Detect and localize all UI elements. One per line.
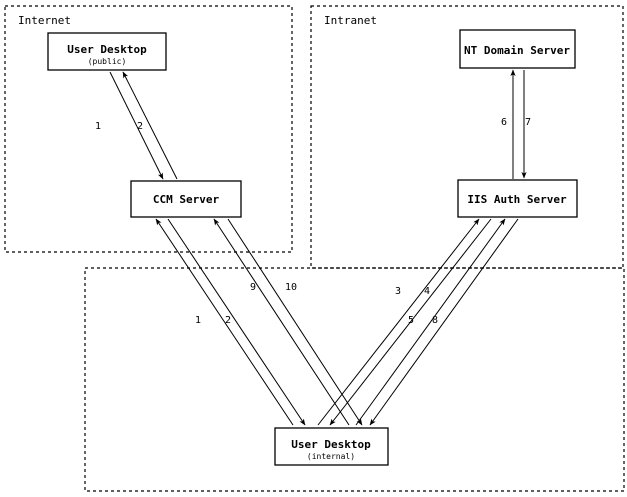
flow-group-public-ccm <box>109 71 178 180</box>
flow-line-1-internal-to-ccm <box>155 218 294 426</box>
flow-label-3: 3 <box>395 286 401 297</box>
flow-label-10: 10 <box>285 282 297 293</box>
flow-label-6: 6 <box>501 117 507 128</box>
flow-label-9: 9 <box>250 282 256 293</box>
node-title-nt-domain-server: NT Domain Server <box>464 44 570 57</box>
node-nt-domain-server[interactable]: NT Domain Server <box>459 29 576 69</box>
node-title-ccm-server: CCM Server <box>153 193 220 206</box>
node-box-iis-auth-server[interactable] <box>457 179 578 218</box>
zone-label-internet: Internet <box>18 14 71 27</box>
flow-label-4: 4 <box>424 286 430 297</box>
flow-line-5-internal-to-iis <box>355 218 506 426</box>
node-box-ccm-server[interactable] <box>130 180 242 218</box>
flow-line-1-public-to-ccm <box>109 71 164 180</box>
flow-line-2-ccm-to-internal <box>167 218 306 426</box>
flow-label-8: 8 <box>432 315 438 326</box>
flow-line-4-iis-to-internal <box>329 218 492 426</box>
flow-group-internal-iis-58 <box>355 218 519 426</box>
node-box-user-desktop-internal[interactable] <box>274 427 389 466</box>
flow-line-8-iis-to-internal <box>369 218 519 426</box>
flow-label-2-internal: 2 <box>225 315 231 326</box>
zone-lower-box <box>84 267 625 492</box>
flow-line-2-ccm-to-public <box>122 71 178 180</box>
node-box-nt-domain-server[interactable] <box>459 29 576 69</box>
node-subtitle-user-desktop-internal: (internal) <box>307 452 355 461</box>
flow-step-labels: 1 2 1 2 3 4 5 6 7 8 9 10 <box>95 117 531 326</box>
node-box-user-desktop-public[interactable] <box>47 32 167 71</box>
zone-label-intranet: Intranet <box>324 14 377 27</box>
zone-internet-box <box>4 5 293 253</box>
flow-group-internal-ccm-910 <box>213 218 363 426</box>
flow-group-internal-ccm-12 <box>155 218 306 426</box>
flow-line-10-ccm-to-internal <box>227 218 363 426</box>
node-ccm-server[interactable]: CCM Server <box>130 180 242 218</box>
flow-label-7: 7 <box>525 117 531 128</box>
node-subtitle-user-desktop-public: (public) <box>88 57 127 66</box>
flow-group-internal-iis-34 <box>317 218 492 426</box>
node-title-user-desktop-public: User Desktop <box>67 43 147 56</box>
flow-group-iis-ntdomain <box>510 69 527 179</box>
node-user-desktop-internal[interactable]: User Desktop (internal) <box>274 427 389 466</box>
flow-label-1-internal: 1 <box>195 315 201 326</box>
node-iis-auth-server[interactable]: IIS Auth Server <box>457 179 578 218</box>
zone-intranet-box <box>310 5 624 269</box>
node-title-iis-auth-server: IIS Auth Server <box>467 193 567 206</box>
flow-line-3-internal-to-iis <box>317 218 480 426</box>
node-user-desktop-public[interactable]: User Desktop (public) <box>47 32 167 71</box>
node-title-user-desktop-internal: User Desktop <box>291 438 371 451</box>
flow-line-9-internal-to-ccm <box>213 218 350 426</box>
flow-label-5: 5 <box>408 315 414 326</box>
flow-label-2-public: 2 <box>137 121 143 132</box>
zone-boundaries <box>4 5 625 492</box>
flow-label-1-public: 1 <box>95 121 101 132</box>
